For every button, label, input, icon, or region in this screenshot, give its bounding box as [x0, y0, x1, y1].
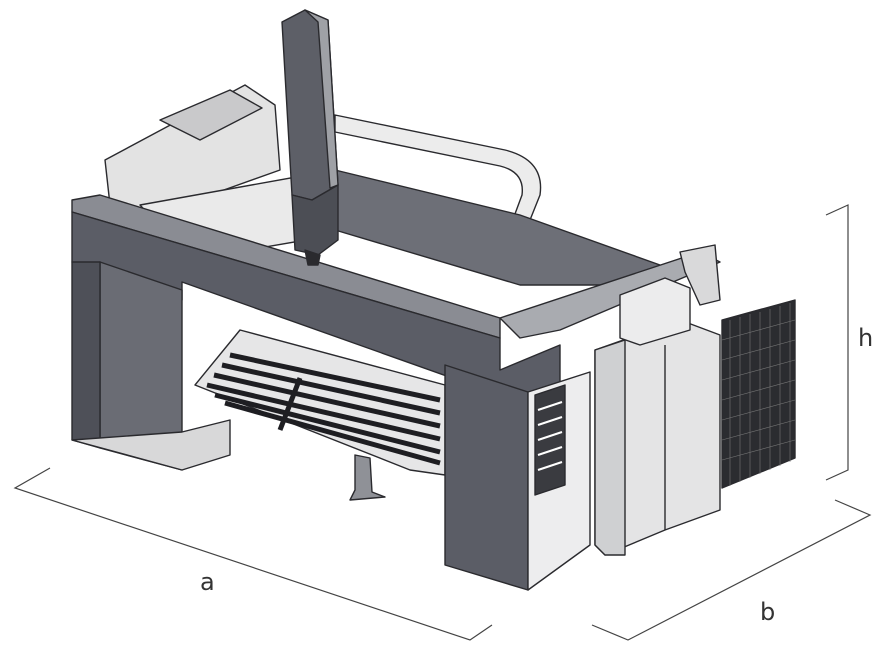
right-corner-post — [679, 244, 721, 306]
left-pillar-base — [71, 419, 231, 471]
cabinet-top-box — [619, 277, 691, 346]
table-stand — [349, 454, 386, 501]
spindle-head — [291, 184, 339, 256]
dimension-label-a: a — [200, 568, 215, 596]
left-pillar-side — [71, 261, 101, 449]
top-frame-left-beam — [71, 194, 501, 339]
dimension-line-a — [13, 467, 493, 641]
dimension-line-h — [825, 204, 849, 481]
table-slats — [206, 352, 441, 466]
spindle-tip — [304, 249, 321, 266]
gantry-arm-top — [159, 89, 263, 141]
right-pillar-front — [444, 364, 529, 591]
cabinet-front-dark — [594, 339, 626, 556]
safety-fence — [721, 299, 796, 489]
dimension-line-b — [591, 499, 872, 641]
dimension-label-b: b — [760, 598, 776, 626]
dimension-label-h: h — [858, 324, 874, 352]
dimension-lines — [13, 204, 872, 641]
inner-back-wall — [334, 169, 661, 286]
